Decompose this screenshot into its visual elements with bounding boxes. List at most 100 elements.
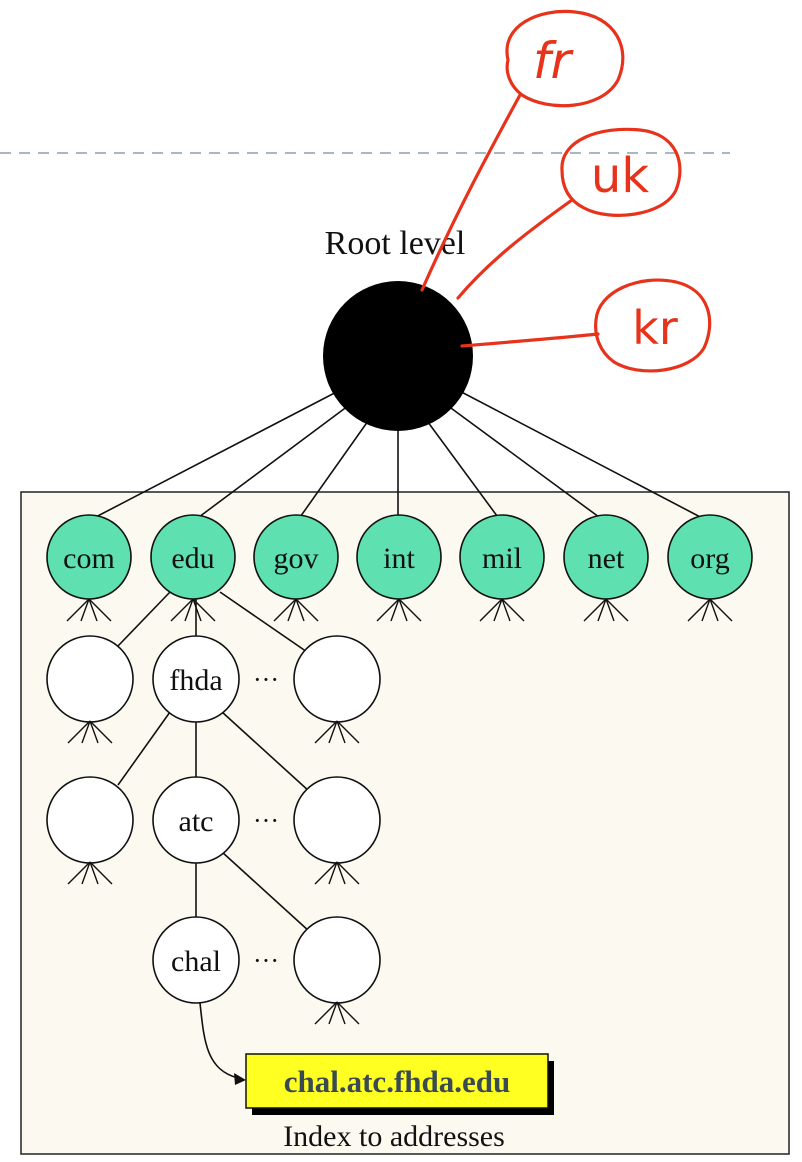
edge-root-net — [439, 399, 604, 521]
fan-line — [493, 598, 503, 622]
node-l2-right — [293, 635, 381, 723]
node-label-chal: chal — [171, 945, 221, 978]
edge-edu-right — [219, 591, 311, 655]
edge-fhda-left — [117, 711, 171, 786]
edge-edu-left — [117, 591, 171, 647]
tld-label-int: int — [383, 542, 415, 575]
fan-out-marks — [66, 598, 733, 1025]
fan-line — [314, 1001, 338, 1025]
annotation-uk: uk — [591, 148, 649, 204]
fan-line — [192, 598, 216, 622]
fan-line — [89, 720, 113, 744]
address-caption: Index to addresses — [283, 1120, 505, 1153]
node-label-fhda: fhda — [169, 664, 222, 697]
fan-line — [170, 598, 194, 622]
fan-line — [328, 861, 338, 885]
node-l3-right — [293, 776, 381, 864]
fan-line — [81, 861, 91, 885]
node-l3-left — [46, 776, 134, 864]
subtree-edges — [117, 591, 311, 933]
fan-line — [328, 1001, 338, 1025]
domain-panel — [20, 491, 790, 1155]
tld-label-org: org — [690, 542, 729, 575]
handwritten-annotations — [420, 9, 712, 373]
fan-line — [314, 720, 338, 744]
annotation-uk-line — [456, 198, 574, 300]
fan-line — [287, 598, 297, 622]
fan-line — [88, 598, 112, 622]
white-nodes — [46, 635, 381, 1004]
edge-root-gov — [297, 413, 374, 521]
node-atc — [152, 776, 240, 864]
node-fhda — [152, 635, 240, 723]
fan-line — [605, 598, 629, 622]
fan-line — [336, 861, 346, 885]
fan-line — [605, 598, 615, 622]
annotation-fr-circle — [505, 9, 625, 108]
fan-line — [66, 598, 90, 622]
fan-line — [184, 598, 194, 622]
fan-line — [81, 720, 91, 744]
fan-line — [336, 1001, 346, 1025]
fan-line — [479, 598, 503, 622]
fan-line — [398, 598, 422, 622]
edge-root-edu — [194, 399, 357, 521]
edge-atc-right — [221, 851, 311, 933]
address-arrow — [199, 1002, 239, 1079]
fan-line — [336, 720, 346, 744]
fan-line — [89, 861, 99, 885]
tld-label-net: net — [588, 542, 625, 575]
fan-line — [88, 598, 98, 622]
fan-line — [295, 598, 319, 622]
node-l4-right — [293, 916, 381, 1004]
tld-label-edu: edu — [171, 542, 214, 575]
fan-line — [709, 598, 719, 622]
fan-line — [583, 598, 607, 622]
annotation-kr-circle — [594, 278, 712, 373]
address-arrowhead — [234, 1073, 246, 1085]
fan-line — [295, 598, 305, 622]
tld-node-com: com — [46, 514, 132, 600]
annotation-fr: fr — [533, 32, 575, 90]
tld-node-edu: edu — [150, 514, 236, 600]
node-l2-left — [46, 635, 134, 723]
fan-line — [701, 598, 711, 622]
edge-root-com — [89, 385, 349, 521]
fan-line — [336, 720, 360, 744]
fan-line — [336, 861, 360, 885]
fan-line — [67, 861, 91, 885]
fan-line — [398, 598, 408, 622]
edge-root-org — [449, 385, 707, 521]
ellipsis-l3: ··· — [253, 806, 279, 835]
root-node — [323, 281, 473, 431]
fan-line — [273, 598, 297, 622]
edge-fhda-right — [221, 711, 311, 793]
address-label: chal.atc.fhda.edu — [284, 1064, 511, 1099]
fan-line — [89, 720, 99, 744]
tld-node-net: net — [563, 514, 649, 600]
fan-line — [192, 598, 202, 622]
fan-line — [390, 598, 400, 622]
tld-label-mil: mil — [482, 542, 522, 575]
root-edges — [89, 385, 707, 521]
ellipsis-l2: ··· — [253, 665, 279, 694]
tld-nodes: com edu gov int mil net org — [46, 514, 753, 600]
node-chal — [152, 916, 240, 1004]
fan-line — [597, 598, 607, 622]
ellipsis-l4: ··· — [253, 946, 279, 975]
fan-line — [501, 598, 511, 622]
annotation-kr-line — [460, 332, 600, 348]
fan-line — [80, 598, 90, 622]
fan-line — [376, 598, 400, 622]
tld-label-com: com — [63, 542, 115, 575]
tld-label-gov: gov — [274, 542, 319, 575]
address-box — [245, 1053, 549, 1109]
tld-node-gov: gov — [253, 514, 339, 600]
fan-line — [501, 598, 525, 622]
fan-line — [89, 861, 113, 885]
annotation-kr: kr — [632, 301, 678, 355]
fan-line — [67, 720, 91, 744]
fan-line — [687, 598, 711, 622]
fan-line — [336, 1001, 360, 1025]
